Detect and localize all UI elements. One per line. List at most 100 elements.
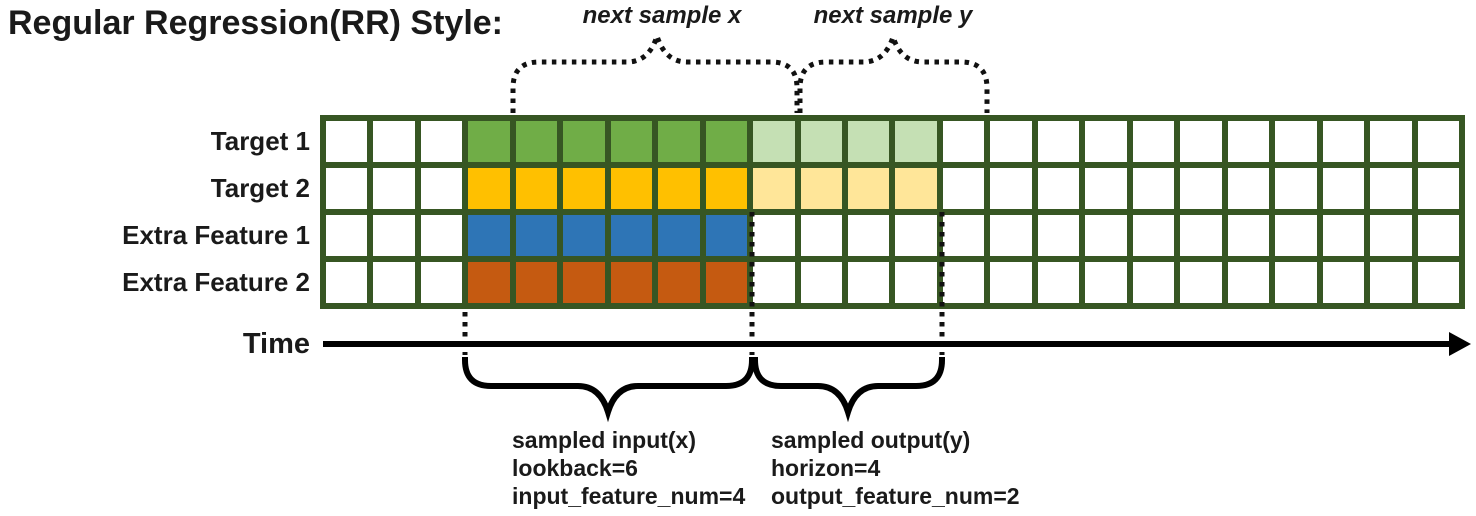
grid-cell — [468, 262, 510, 303]
time-axis-arrowhead-icon — [1449, 332, 1471, 356]
grid-cell — [990, 168, 1032, 209]
grid-cell — [1227, 121, 1270, 162]
grid-cell — [1275, 168, 1317, 209]
next-sample-x-brace — [510, 27, 800, 113]
output-feature-num-value: output_feature_num=2 — [771, 483, 1020, 509]
grid-cell — [895, 215, 937, 256]
grid-cell — [1227, 215, 1270, 256]
grid-cell — [800, 121, 843, 162]
diagram-title: Regular Regression(RR) Style: — [8, 4, 503, 42]
sampled-input-brace — [462, 357, 755, 423]
grid-cell — [1275, 215, 1317, 256]
grid-cell — [1227, 168, 1270, 209]
sampled-input-title: sampled input(x) — [512, 427, 697, 453]
grid-cell — [420, 168, 463, 209]
grid-cell — [373, 168, 415, 209]
grid-cell — [705, 262, 748, 303]
grid-cell — [658, 121, 700, 162]
grid-cell — [895, 262, 937, 303]
grid-cell — [515, 262, 558, 303]
grid-cell — [1085, 168, 1127, 209]
grid-cell — [563, 168, 605, 209]
grid-cell — [942, 121, 985, 162]
grid-cell — [895, 121, 937, 162]
grid-cell — [1322, 168, 1365, 209]
next-sample-y-brace — [797, 28, 990, 113]
grid-cell — [658, 168, 700, 209]
grid-cell — [1037, 168, 1080, 209]
grid-cell — [1132, 121, 1175, 162]
grid-cell — [468, 121, 510, 162]
grid-cell — [753, 121, 795, 162]
grid-cell — [1180, 168, 1222, 209]
grid-cell — [1085, 121, 1127, 162]
grid-cell — [990, 262, 1032, 303]
sampled-output-annotation: sampled output(y) horizon=4 output_featu… — [771, 426, 1020, 510]
grid-cell — [942, 168, 985, 209]
grid-cell — [1417, 262, 1459, 303]
grid-cell — [1037, 121, 1080, 162]
grid-cell — [563, 121, 605, 162]
grid-cell — [800, 168, 843, 209]
grid-cell — [1370, 121, 1412, 162]
row-label-target-1: Target 1 — [210, 126, 310, 156]
grid-cell — [895, 168, 937, 209]
grid-cell — [373, 262, 415, 303]
grid-cell — [563, 215, 605, 256]
grid-cell — [515, 168, 558, 209]
grid-cell — [610, 215, 653, 256]
grid-cell — [326, 215, 368, 256]
input-feature-num-value: input_feature_num=4 — [512, 483, 746, 509]
grid-cell — [610, 262, 653, 303]
grid-cell — [1417, 215, 1459, 256]
grid-cell — [1180, 262, 1222, 303]
sampled-output-brace — [752, 357, 945, 423]
grid-cell — [1370, 168, 1412, 209]
grid-cell — [373, 121, 415, 162]
grid-cell — [1037, 215, 1080, 256]
grid-cell — [1085, 215, 1127, 256]
lookback-value: lookback=6 — [512, 455, 638, 481]
grid-cell — [420, 121, 463, 162]
grid-cell — [753, 262, 795, 303]
grid-cell — [942, 215, 985, 256]
horizon-value: horizon=4 — [771, 455, 881, 481]
row-label-extra-feature-2: Extra Feature 2 — [122, 267, 310, 297]
grid-cell — [753, 215, 795, 256]
grid-cell — [1132, 262, 1175, 303]
grid-cell — [1275, 262, 1317, 303]
grid-cell — [326, 121, 368, 162]
grid-cell — [1370, 262, 1412, 303]
grid-cell — [800, 262, 843, 303]
row-label-target-2: Target 2 — [210, 173, 310, 203]
grid-cell — [1037, 262, 1080, 303]
grid-cell — [326, 262, 368, 303]
grid-cell — [420, 215, 463, 256]
timestep-grid — [320, 115, 1465, 309]
grid-cell — [515, 121, 558, 162]
sampled-input-annotation: sampled input(x) lookback=6 input_featur… — [512, 426, 745, 510]
next-sample-x-label: next sample x — [582, 2, 742, 29]
grid-cell — [1322, 262, 1365, 303]
grid-cell — [1322, 215, 1365, 256]
grid-cell — [1275, 121, 1317, 162]
grid-cell — [468, 168, 510, 209]
grid-cell — [1180, 121, 1222, 162]
grid-cell — [1132, 215, 1175, 256]
next-sample-y-label: next sample y — [813, 2, 973, 29]
grid-cell — [1370, 215, 1412, 256]
grid-cell — [1227, 262, 1270, 303]
grid-cell — [848, 262, 890, 303]
grid-cell — [942, 262, 985, 303]
grid-cell — [1322, 121, 1365, 162]
grid-cell — [373, 215, 415, 256]
row-label-extra-feature-1: Extra Feature 1 — [122, 220, 310, 250]
grid-cell — [1417, 168, 1459, 209]
grid-cell — [990, 121, 1032, 162]
grid-cell — [468, 215, 510, 256]
grid-cell — [848, 121, 890, 162]
grid-cell — [563, 262, 605, 303]
grid-cell — [658, 262, 700, 303]
grid-cell — [705, 121, 748, 162]
time-axis-label: Time — [242, 328, 310, 360]
